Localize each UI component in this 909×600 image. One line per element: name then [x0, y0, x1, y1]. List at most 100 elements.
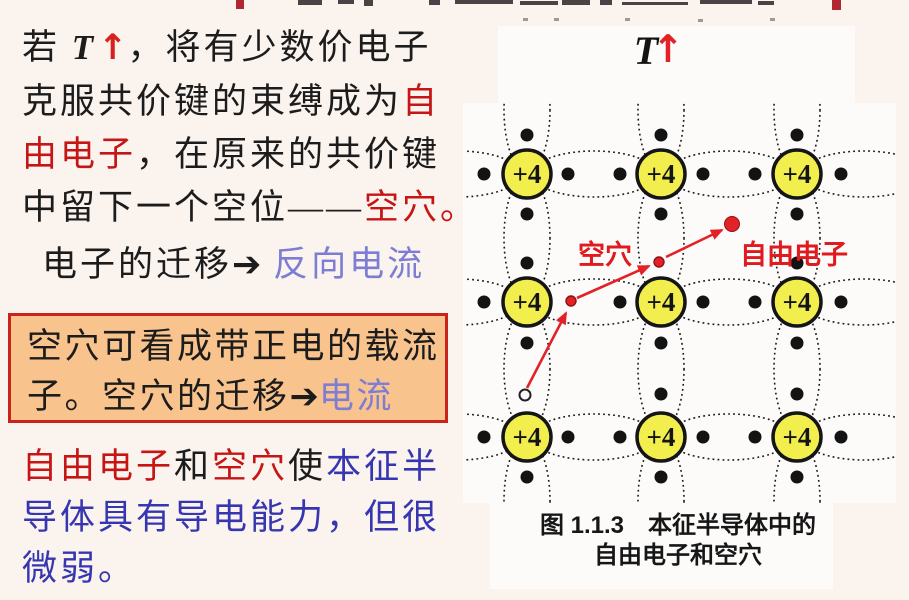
- electron-dot: [477, 167, 491, 181]
- hole-dot: [653, 256, 665, 268]
- conclusion-text: 使: [288, 447, 327, 486]
- free-electron-term: 自由电子: [22, 447, 175, 486]
- ion-charge-label: +4: [513, 287, 542, 317]
- figure-caption-line-1: 图 1.1.3 本征半导体中的: [540, 511, 816, 539]
- title-fragment: [562, 0, 590, 5]
- title-fragment: [600, 0, 612, 5]
- moving-electron-dot: [565, 295, 577, 307]
- intro-text: 克服共价键的束缚成为: [22, 82, 403, 121]
- title-fragment: [520, 1, 558, 5]
- electron-dot: [696, 295, 710, 309]
- right-arrow-icon: ➔: [232, 245, 262, 285]
- electron-dot: [790, 128, 804, 142]
- electron-dot: [748, 295, 762, 309]
- electron-dot: [790, 336, 804, 350]
- panel-background: [490, 503, 833, 589]
- free-electron-term: 由电子: [22, 135, 137, 174]
- electron-jump-arrow: [525, 311, 568, 389]
- electron-dot: [834, 430, 848, 444]
- hole-label: 空穴: [578, 239, 632, 270]
- title-fragment: [236, 0, 244, 9]
- electron-dot: [790, 387, 804, 401]
- semiconductor-diagram: T ↑ +4+4+4+4+4+4+4+4+4 空穴 自由电子 图 1.1.3 本…: [463, 26, 896, 589]
- ion-charge-label: +4: [647, 287, 676, 317]
- box-text: 空穴可看成带正电的载流: [27, 327, 440, 366]
- intro-text: ，在原来的共价键: [136, 135, 441, 174]
- electron-dot: [477, 430, 491, 444]
- electron-dot: [696, 167, 710, 181]
- silicon-ion: [771, 148, 823, 200]
- electron-dot: [748, 430, 762, 444]
- intro-line-3: 由电子，在原来的共价键: [22, 135, 440, 174]
- electron-dot: [654, 207, 668, 221]
- free-electron-dot: [724, 216, 740, 232]
- migration-text: 电子的迁移: [42, 245, 233, 284]
- electron-dot: [654, 336, 668, 350]
- title-fragment: [298, 0, 322, 5]
- title-fragment: [455, 0, 513, 4]
- electron-dot: [477, 295, 491, 309]
- title-fragment: [364, 0, 373, 6]
- title-fragment: [338, 0, 354, 4]
- box-text: 子。空穴的迁移: [27, 377, 290, 416]
- title-fragment: [700, 0, 752, 4]
- up-arrow-icon: ↑: [652, 27, 684, 71]
- temperature-symbol: T: [71, 28, 97, 67]
- electron-dot: [613, 295, 627, 309]
- intro-line-2: 克服共价键的束缚成为自: [22, 82, 440, 121]
- title-fragment: [429, 0, 440, 5]
- crystal-lattice: +4+4+4+4+4+4+4+4+4: [464, 103, 896, 503]
- silicon-ion: [771, 411, 823, 463]
- conclusion-line-1: 自由电子和空穴使本征半: [22, 447, 440, 486]
- conclusion-text: 和: [174, 447, 213, 486]
- electron-dot: [654, 387, 668, 401]
- electron-dot: [696, 430, 710, 444]
- free-electron-label: 自由电子: [740, 239, 848, 270]
- conclusion-line-2: 导体具有导电能力，但很: [22, 498, 440, 537]
- title-fragment: [832, 0, 841, 10]
- panel-background: [498, 26, 855, 105]
- electron-migration-line: 电子的迁移➔ 反向电流: [42, 245, 425, 285]
- vacancy-open-circle: [518, 388, 532, 402]
- electron-dot: [520, 128, 534, 142]
- electron-dot: [561, 167, 575, 181]
- silicon-ion: [501, 148, 553, 200]
- reverse-current-term: 反向电流: [273, 245, 426, 284]
- intro-text: 若: [22, 28, 72, 67]
- ion-charge-label: +4: [513, 159, 542, 189]
- ion-charge-label: +4: [783, 159, 812, 189]
- ion-charge-label: +4: [647, 422, 676, 452]
- free-electron-term: 自: [402, 82, 441, 121]
- ion-charge-label: +4: [783, 287, 812, 317]
- conclusion-blue-text: 微弱。: [22, 549, 137, 588]
- silicon-ion: [635, 411, 687, 463]
- box-line-1: 空穴可看成带正电的载流: [27, 322, 445, 372]
- electron-dot: [520, 470, 534, 484]
- title-fragment: [622, 2, 688, 5]
- electron-jump-arrow: [665, 228, 724, 259]
- intro-line-4: 中留下一个空位——空穴。: [22, 188, 478, 227]
- electron-dot: [520, 256, 534, 270]
- conclusion-blue-text: 本征半: [326, 447, 441, 486]
- electron-dot: [790, 256, 804, 270]
- conclusion-line-3: 微弱。: [22, 549, 136, 588]
- figure-caption-line-2: 自由电子和空穴: [594, 541, 762, 569]
- conclusion-blue-text: 导体具有导电能力，但很: [22, 498, 441, 537]
- title-fragment: [625, 18, 630, 21]
- electron-dot: [654, 128, 668, 142]
- electron-dot: [654, 470, 668, 484]
- box-line-2: 子。空穴的迁移➔电流: [27, 372, 445, 422]
- intro-line-1: 若 T↑，将有少数价电子: [22, 28, 432, 68]
- title-fragment: [770, 18, 775, 21]
- electron-dot: [561, 430, 575, 444]
- title-fragment: [758, 1, 774, 5]
- silicon-ion: [771, 276, 823, 328]
- ion-charge-label: +4: [513, 422, 542, 452]
- electron-dot: [834, 167, 848, 181]
- ion-charge-label: +4: [783, 422, 812, 452]
- silicon-ion: [635, 276, 687, 328]
- title-fragment: [554, 18, 559, 21]
- temperature-symbol: T: [634, 28, 660, 73]
- electron-dot: [790, 470, 804, 484]
